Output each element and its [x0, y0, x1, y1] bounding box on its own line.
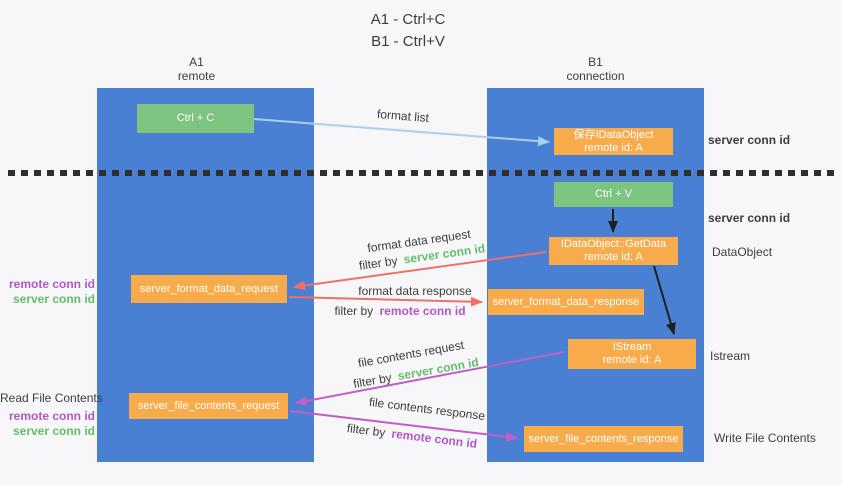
filter-by-text: filter by [346, 421, 387, 440]
remote-conn-id-label: remote conn id [8, 409, 95, 423]
node-idataobject-getdata: IDataObject::GetData remote id: A [549, 237, 678, 265]
getdata-line1: IDataObject::GetData [560, 238, 667, 250]
server-conn-id-label-top: server conn id [708, 133, 791, 147]
filter-by-text: filter by [358, 253, 399, 273]
istream-line1: IStream [612, 341, 652, 353]
server-conn-id-label: server conn id [12, 424, 95, 438]
title-line-2: B1 - Ctrl+V [371, 33, 445, 50]
format-list-label: format list [376, 106, 430, 126]
file-contents-response-label: file contents response [368, 394, 486, 424]
format-request-label: server_format_data_request [139, 282, 279, 295]
remote-conn-id-key: remote conn id [379, 304, 466, 318]
save-idataobject-line1: 保存IDataObject [573, 128, 654, 141]
remote-conn-id-key: remote conn id [390, 426, 478, 451]
ctrl-c-label: Ctrl + C [176, 112, 215, 124]
node-server-format-data-request: server_format_data_request [131, 275, 287, 303]
file-response-label: server_file_contents_response [528, 432, 679, 445]
filter-by-text: filter by [334, 304, 374, 318]
title-line-1: A1 - Ctrl+C [370, 11, 446, 28]
node-istream: IStream remote id: A [568, 339, 696, 369]
server-conn-id-label-mid: server conn id [708, 211, 791, 225]
lane-a1-name: A1 [189, 55, 204, 69]
getdata-line2: remote id: A [584, 251, 643, 263]
node-save-idataobject: 保存IDataObject remote id: A [554, 128, 673, 155]
read-file-contents-label: Read File Contents [0, 391, 103, 405]
format-response-filter-label: filter by remote conn id [334, 304, 465, 318]
format-data-response-label: format data response [358, 284, 472, 298]
lane-header-a1: A1 remote [88, 55, 305, 83]
remote-conn-id-label: remote conn id [8, 277, 95, 291]
lane-b1-name: B1 [588, 55, 603, 69]
diagram-title: A1 - Ctrl+C B1 - Ctrl+V [0, 9, 816, 53]
ctrl-v-label: Ctrl + V [595, 188, 632, 200]
file-conn-id-group: remote conn id server conn id [0, 409, 95, 439]
node-server-file-contents-request: server_file_contents_request [129, 393, 288, 419]
file-request-label: server_file_contents_request [137, 399, 280, 412]
node-server-file-contents-response: server_file_contents_response [524, 426, 683, 452]
node-ctrl-c: Ctrl + C [137, 104, 254, 133]
server-conn-id-label: server conn id [12, 292, 95, 306]
format-response-label: server_format_data_response [492, 295, 640, 308]
format-conn-id-group: remote conn id server conn id [0, 277, 95, 307]
lane-header-b1: B1 connection [487, 55, 704, 83]
phase-divider [8, 170, 836, 176]
node-ctrl-v: Ctrl + V [554, 182, 673, 207]
save-idataobject-line2: remote id: A [584, 141, 643, 154]
write-file-contents-label: Write File Contents [714, 431, 816, 445]
file-response-filter-label: filter by remote conn id [346, 421, 478, 451]
node-server-format-data-response: server_format_data_response [488, 289, 644, 315]
lane-b1-role: connection [566, 69, 625, 83]
dataobject-label: DataObject [712, 245, 773, 259]
istream-side-label: Istream [710, 349, 751, 363]
filter-by-text: filter by [352, 370, 393, 391]
istream-line2: remote id: A [602, 354, 662, 366]
lane-a1-role: remote [177, 69, 216, 83]
read-file-contents-wrap: Read File Contents [0, 391, 103, 406]
